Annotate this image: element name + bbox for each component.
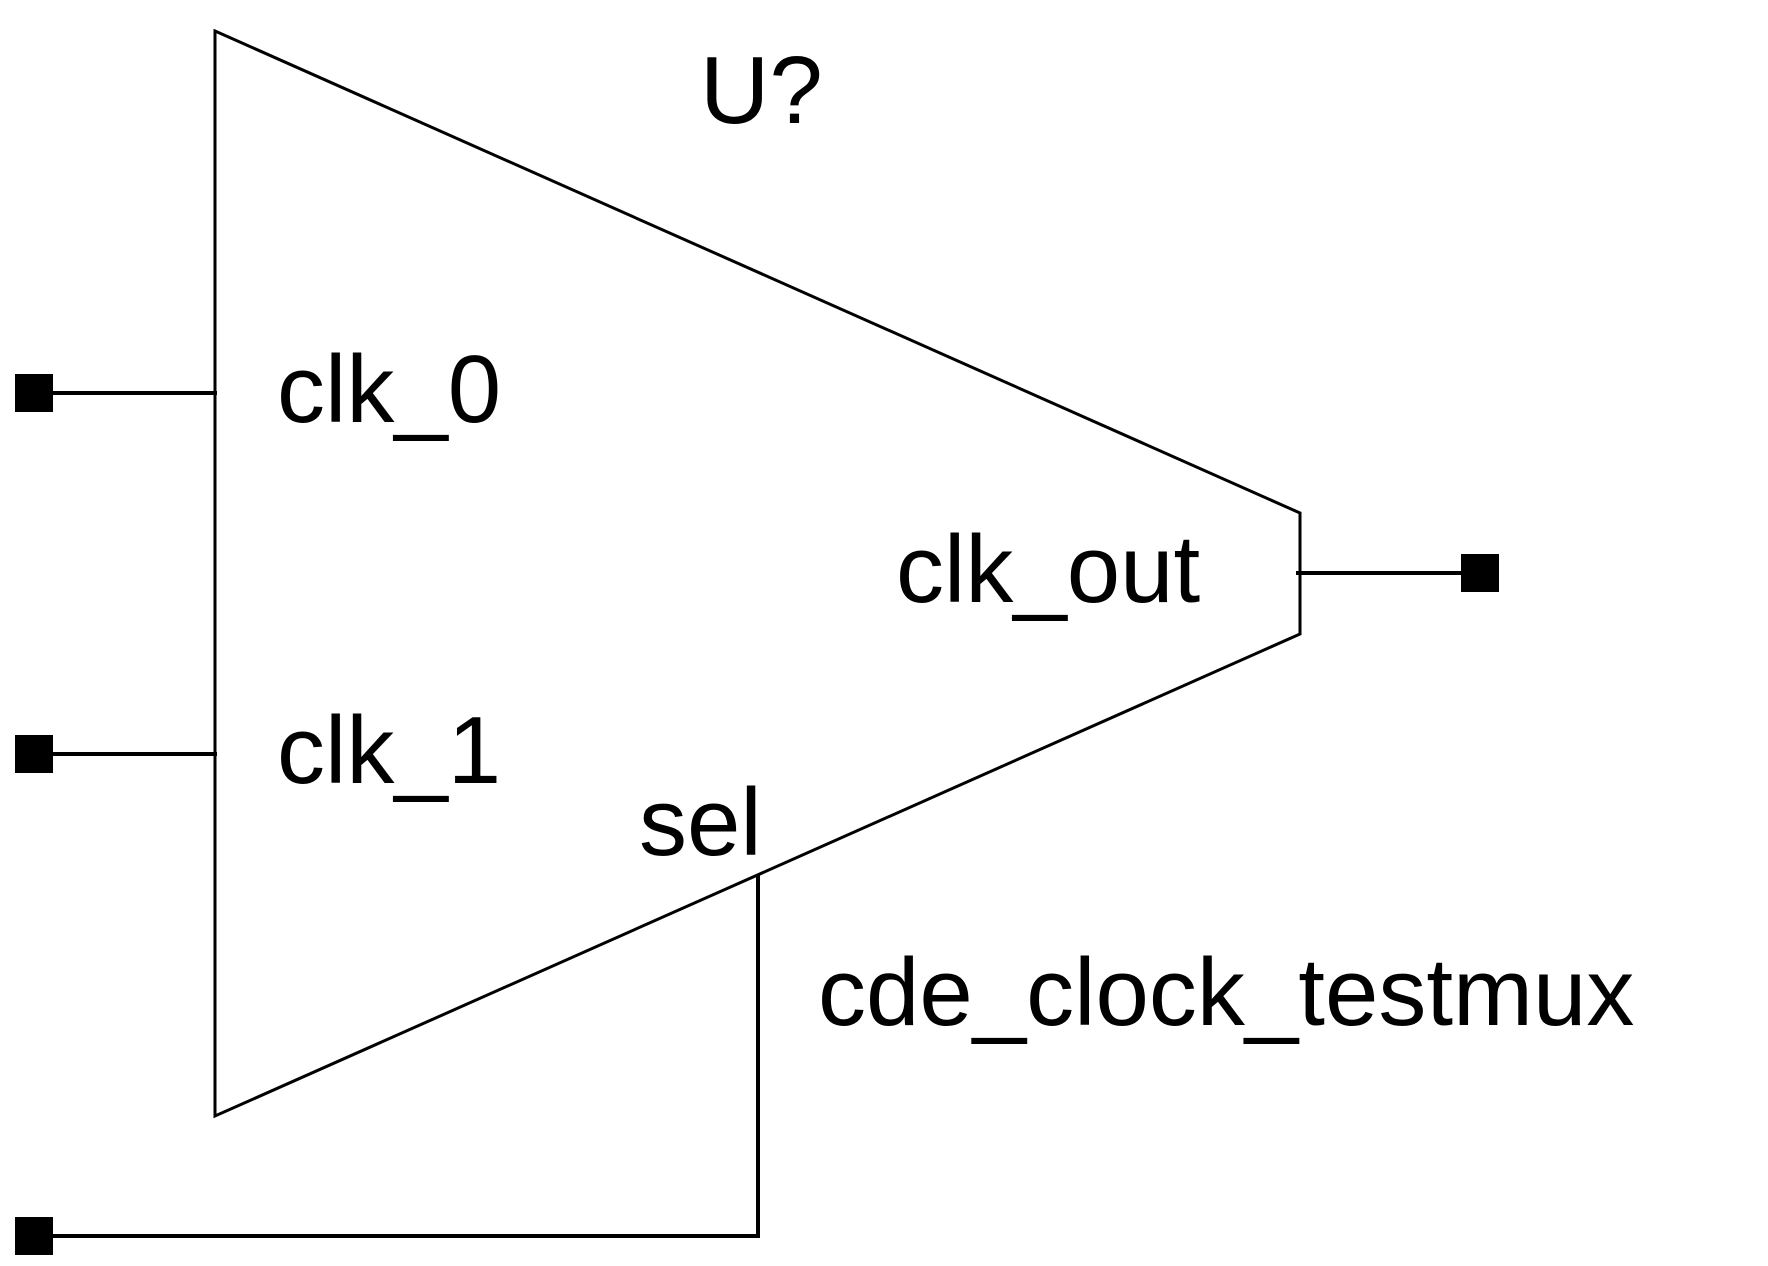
pin-clk-0[interactable] — [15, 374, 217, 412]
component-reference: U? — [700, 37, 823, 144]
pin-clk-1-label: clk_1 — [277, 697, 501, 804]
pin-clk-out-terminal[interactable] — [1461, 554, 1499, 592]
pin-clk-out-label: clk_out — [896, 516, 1200, 623]
pin-clk-1-terminal[interactable] — [15, 735, 53, 773]
pin-clk-0-terminal[interactable] — [15, 374, 53, 412]
pin-sel-label: sel — [639, 769, 762, 876]
pin-clk-1[interactable] — [15, 735, 217, 773]
pin-sel-wire — [52, 874, 760, 1238]
pin-clk-out[interactable] — [1296, 554, 1499, 592]
pin-sel-terminal[interactable] — [15, 1217, 53, 1255]
pin-clk-0-label: clk_0 — [277, 336, 501, 443]
component-part-name: cde_clock_testmux — [818, 939, 1634, 1046]
pin-sel[interactable] — [15, 874, 760, 1255]
